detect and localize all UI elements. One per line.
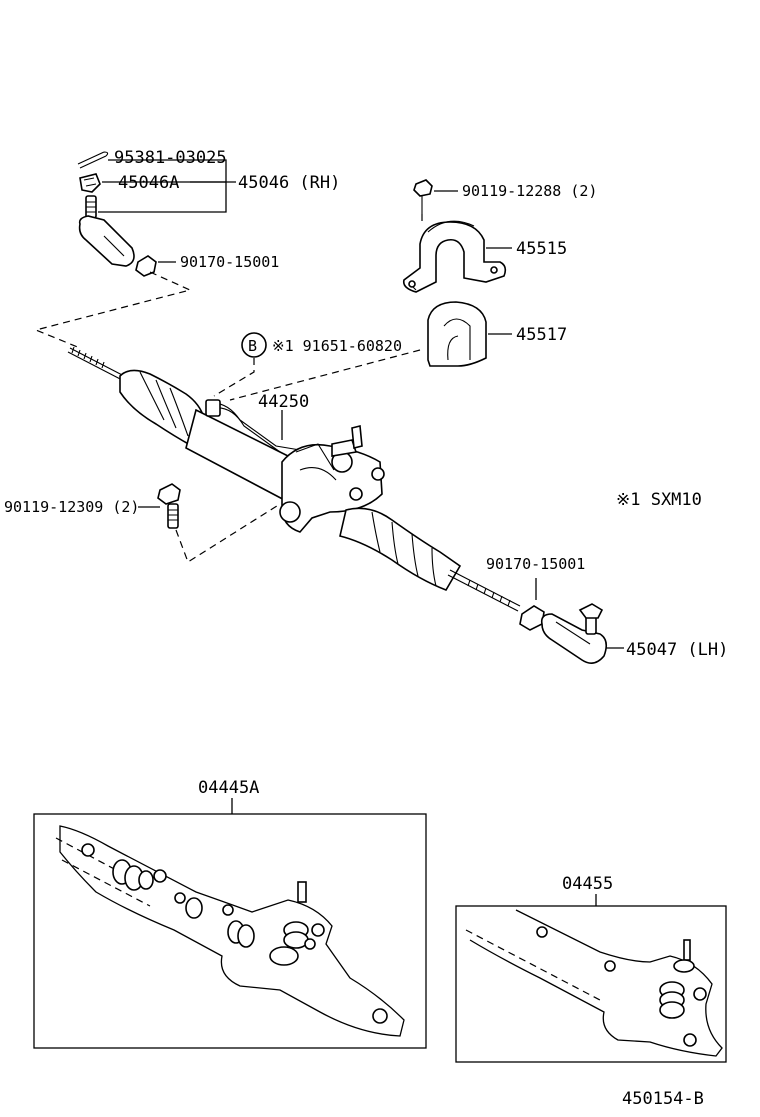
kit-a-contents (55, 825, 405, 1037)
kit-b-box (455, 905, 727, 1063)
label-nut: 45046A (118, 173, 179, 193)
nut-lh (519, 605, 545, 631)
label-tie-rod-end-rh: 45046 (RH) (238, 173, 340, 193)
label-note-sxm: ※1 SXM10 (616, 490, 702, 510)
bolt-lower (157, 483, 181, 529)
label-bolt-lower: 90119-12309 (2) (4, 498, 139, 516)
callout-b-letter: B (248, 337, 257, 355)
label-kit-b: 04455 (562, 874, 613, 894)
cotter-pin (77, 151, 109, 169)
label-tie-rod-end-lh: 45047 (LH) (626, 640, 728, 660)
label-diagram-number: 450154-B (622, 1089, 704, 1109)
label-kit-a: 04445A (198, 778, 259, 798)
tie-rod-end-lh (540, 603, 608, 664)
label-note-ref: ※1 91651-60820 (272, 337, 402, 355)
kit-a-box (33, 813, 427, 1049)
bolt-upper (413, 179, 433, 214)
callout-b: B (241, 332, 267, 358)
steering-rack-assembly (67, 346, 521, 612)
label-cotter-pin: 95381-03025 (114, 148, 227, 168)
grommet-upper (427, 301, 487, 367)
label-bracket: 45515 (516, 239, 567, 259)
label-nut-rh: 90170-15001 (180, 253, 279, 271)
bracket (402, 220, 507, 293)
castle-nut (79, 173, 101, 193)
kit-b-contents (465, 909, 723, 1057)
nut-rh (135, 255, 157, 277)
tie-rod-end-rh (78, 195, 135, 267)
label-bolt-upper: 90119-12288 (2) (462, 182, 597, 200)
label-nut-lh: 90170-15001 (486, 555, 585, 573)
label-gear-assembly: 44250 (258, 392, 309, 412)
label-grommet-upper: 45517 (516, 325, 567, 345)
